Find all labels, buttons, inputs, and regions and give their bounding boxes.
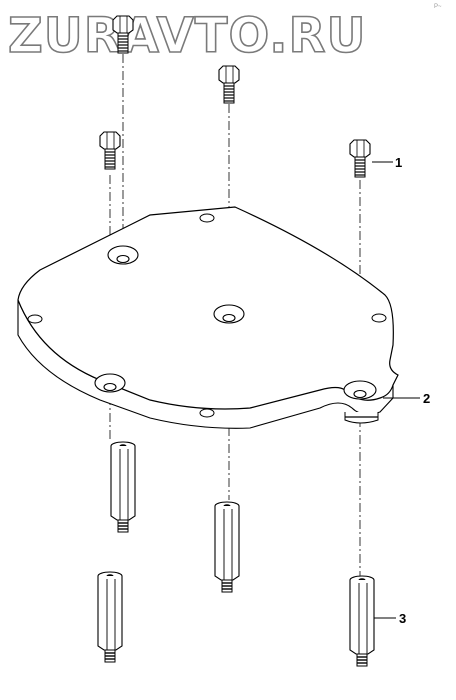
- hex-spacer-part: [349, 575, 375, 667]
- callout-label: 3: [399, 611, 406, 626]
- bolt-part: [349, 139, 371, 178]
- callout-leaders: [372, 161, 420, 619]
- hex-spacer-part: [97, 571, 123, 663]
- hex-spacer-part: [110, 441, 136, 533]
- hex-spacer-part: [214, 501, 240, 593]
- callout-label: 1: [395, 155, 402, 170]
- mounting-plate: [17, 206, 399, 429]
- bolt-part: [99, 131, 121, 170]
- bolt-part: [218, 65, 240, 104]
- watermark-text: ZURAVTO.RU: [8, 8, 366, 64]
- callout-label: 2: [423, 391, 430, 406]
- corner-mark: P~: [434, 4, 442, 10]
